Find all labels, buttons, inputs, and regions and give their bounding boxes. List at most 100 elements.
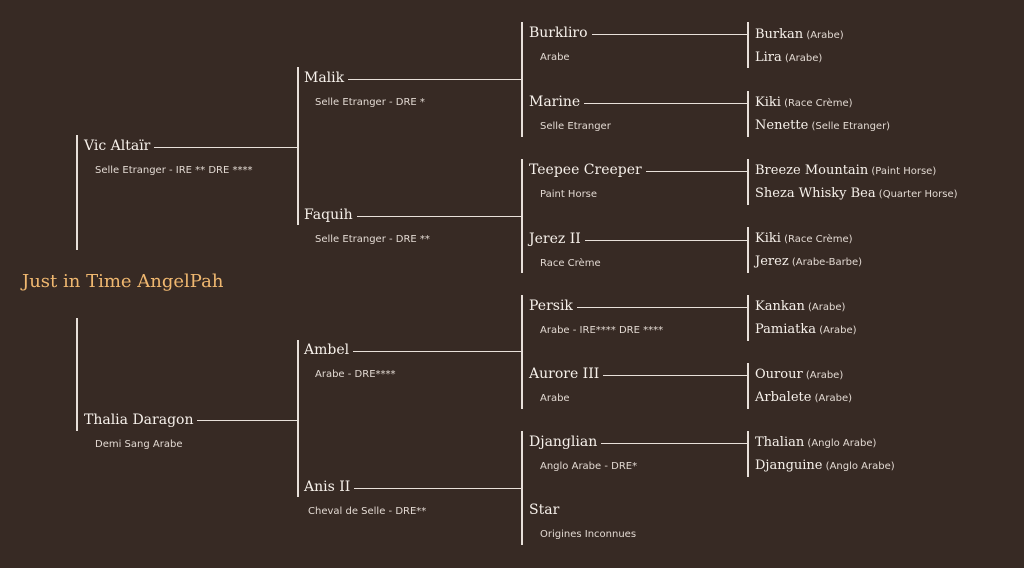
great-great-grandparent-name: Sheza Whisky Bea: [755, 186, 876, 201]
grandparent-name: Faquih: [304, 207, 353, 223]
great-grandparent-info: Selle Etranger: [540, 121, 611, 132]
great-grandparent-name: Burkliro: [529, 25, 588, 41]
bracket-line-ggp: [521, 22, 523, 137]
great-great-grandparent-name: Breeze Mountain: [755, 163, 869, 178]
great-grandparent-info: Race Crème: [540, 258, 601, 269]
bracket-line-sire: [76, 135, 78, 250]
great-great-grandparent-breed: (Arabe): [781, 53, 823, 64]
great-great-grandparent-name: Jerez: [755, 254, 789, 269]
great-great-grandparent-breed: (Anglo Arabe): [804, 438, 877, 449]
great-great-grandparent-breed: (Arabe-Barbe): [788, 257, 863, 268]
grandparent-info: Selle Etranger - DRE *: [315, 97, 425, 108]
great-grandparent-name: Star: [529, 502, 560, 518]
great-great-grandparent-name: Ourour: [755, 367, 803, 382]
great-grandparent-name: Teepee Creeper: [529, 162, 642, 178]
connector-line: [154, 147, 298, 148]
great-great-grandparent-name: Lira: [755, 50, 782, 65]
bracket-line-gp-dam: [297, 340, 299, 497]
grandparent-info: Cheval de Selle - DRE**: [308, 506, 427, 517]
great-great-grandparent-breed: (Race Crème): [780, 234, 853, 245]
connector-line: [577, 307, 749, 308]
connector-line: [584, 103, 749, 104]
great-great-grandparent-name: Kankan: [755, 299, 805, 314]
bracket-line-gggp: [747, 227, 749, 273]
connector-line: [603, 375, 749, 376]
subject-name: Just in Time AngelPah: [22, 271, 224, 292]
great-great-grandparent: Kankan (Arabe): [755, 298, 845, 316]
grandparent-info: Arabe - DRE****: [315, 369, 396, 380]
great-great-grandparent: Lira (Arabe): [755, 49, 822, 67]
great-great-grandparent: Jerez (Arabe-Barbe): [755, 253, 862, 271]
great-great-grandparent: Breeze Mountain (Paint Horse): [755, 162, 936, 180]
bracket-line-ggp: [521, 159, 523, 273]
great-great-grandparent-breed: (Arabe): [804, 302, 846, 313]
great-great-grandparent: Arbalete (Arabe): [755, 389, 852, 407]
connector-line: [357, 216, 522, 217]
great-grandparent-info: Arabe: [540, 52, 570, 63]
bracket-line-gp-sire: [297, 67, 299, 225]
great-grandparent-name: Persik: [529, 298, 573, 314]
great-great-grandparent-breed: (Arabe): [811, 393, 853, 404]
bracket-line-ggp: [521, 431, 523, 545]
grandparent-info: Selle Etranger - DRE **: [315, 234, 430, 245]
great-great-grandparent: Pamiatka (Arabe): [755, 321, 857, 339]
bracket-line-gggp: [747, 159, 749, 205]
great-grandparent-name: Aurore III: [529, 366, 600, 382]
great-great-grandparent: Djanguine (Anglo Arabe): [755, 457, 895, 475]
great-great-grandparent: Ourour (Arabe): [755, 366, 843, 384]
great-great-grandparent-name: Thalian: [755, 435, 805, 450]
great-grandparent-name: Djanglian: [529, 434, 598, 450]
great-grandparent-info: Anglo Arabe - DRE*: [540, 461, 638, 472]
connector-line: [354, 488, 522, 489]
bracket-line-gggp: [747, 363, 749, 409]
grandparent-name: Ambel: [304, 342, 350, 358]
great-great-grandparent-breed: (Race Crème): [780, 98, 853, 109]
great-great-grandparent-name: Arbalete: [755, 390, 812, 405]
great-great-grandparent-name: Djanguine: [755, 458, 823, 473]
great-great-grandparent: Burkan (Arabe): [755, 26, 844, 44]
great-great-grandparent: Thalian (Anglo Arabe): [755, 434, 876, 452]
great-grandparent-info: Origines Inconnues: [540, 529, 637, 540]
connector-line: [592, 34, 749, 35]
great-great-grandparent-name: Nenette: [755, 118, 809, 133]
bracket-line-ggp: [521, 295, 523, 409]
bracket-line-dam: [76, 318, 78, 431]
great-great-grandparent-name: Kiki: [755, 95, 781, 110]
parent-info: Selle Etranger - IRE ** DRE ****: [95, 165, 253, 176]
bracket-line-gggp: [747, 431, 749, 477]
great-great-grandparent: Sheza Whisky Bea (Quarter Horse): [755, 185, 958, 203]
grandparent-name: Anis II: [304, 479, 351, 495]
great-great-grandparent-breed: (Arabe): [803, 30, 844, 41]
bracket-line-gggp: [747, 295, 749, 341]
great-grandparent-name: Jerez II: [529, 231, 581, 247]
great-great-grandparent-breed: (Paint Horse): [868, 166, 937, 177]
grandparent-name: Malik: [304, 70, 345, 86]
great-great-grandparent-name: Kiki: [755, 231, 781, 246]
great-great-grandparent: Kiki (Race Crème): [755, 230, 853, 248]
great-grandparent-name: Marine: [529, 94, 581, 110]
connector-line: [353, 351, 522, 352]
great-great-grandparent-breed: (Quarter Horse): [875, 189, 958, 200]
connector-line: [601, 443, 749, 444]
parent-name: Thalia Daragon: [84, 412, 194, 428]
bracket-line-gggp: [747, 22, 749, 68]
great-great-grandparent-breed: (Anglo Arabe): [822, 461, 895, 472]
connector-line: [197, 420, 298, 421]
bracket-line-gggp: [747, 91, 749, 137]
parent-name: Vic Altaïr: [84, 138, 151, 154]
great-great-grandparent-breed: (Arabe): [816, 325, 857, 336]
great-great-grandparent-breed: (Selle Etranger): [808, 121, 891, 132]
great-great-grandparent-name: Burkan: [755, 27, 804, 42]
great-grandparent-info: Arabe - IRE**** DRE ****: [540, 325, 664, 336]
great-great-grandparent-breed: (Arabe): [802, 370, 844, 381]
parent-info: Demi Sang Arabe: [95, 439, 183, 450]
great-grandparent-info: Paint Horse: [540, 189, 598, 200]
great-great-grandparent: Kiki (Race Crème): [755, 94, 853, 112]
connector-line: [348, 79, 522, 80]
connector-line: [646, 171, 749, 172]
great-great-grandparent: Nenette (Selle Etranger): [755, 117, 890, 135]
great-great-grandparent-name: Pamiatka: [755, 322, 817, 337]
connector-line: [585, 240, 749, 241]
great-grandparent-info: Arabe: [540, 393, 570, 404]
